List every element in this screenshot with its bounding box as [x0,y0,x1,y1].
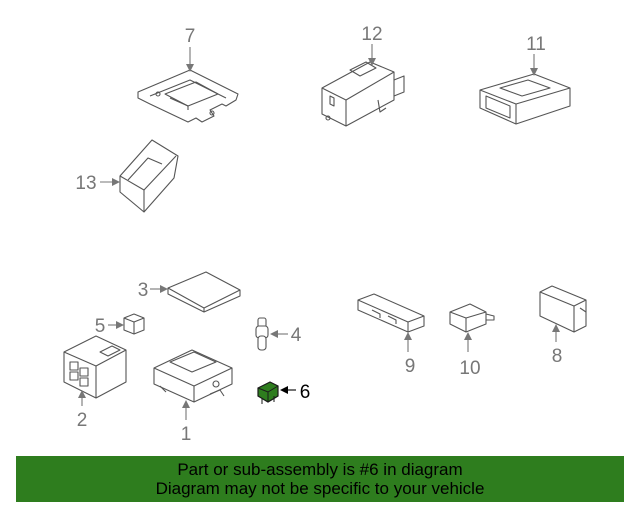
info-banner: Part or sub-assembly is #6 in diagram Di… [16,456,624,502]
callout-11: 11 [526,34,546,55]
part-9-module[interactable] [357,293,425,352]
callout-13: 13 [75,173,96,194]
part-11-box-unit[interactable] [479,54,571,125]
part-2-switch-panel[interactable] [63,335,127,406]
callout-12: 12 [361,24,382,45]
callout-1: 1 [181,424,192,445]
callout-9: 9 [405,356,416,377]
part-5-relay[interactable] [108,313,145,335]
part-6-highlighted[interactable] [257,381,296,404]
part-10-module[interactable] [449,303,495,352]
part-8-module[interactable] [539,285,587,342]
callout-8: 8 [552,346,563,367]
part-4-sensor[interactable] [255,317,288,351]
banner-line-disclaimer: Diagram may not be specific to your vehi… [155,479,485,498]
banner-line-part: Part or sub-assembly is #6 in diagram [177,460,463,479]
part-1-control-box[interactable] [153,349,233,420]
callout-6: 6 [300,382,311,403]
callout-2: 2 [77,410,88,431]
parts-diagram: 7 12 11 13 3 [63,24,587,445]
callout-7: 7 [185,26,196,47]
callout-3: 3 [138,280,149,301]
part-7-bracket[interactable] [137,47,239,123]
callout-10: 10 [459,358,480,379]
part-12-module[interactable] [321,44,405,127]
callout-5: 5 [95,316,106,337]
callout-4: 4 [291,325,302,346]
part-13-cover[interactable] [100,139,179,213]
part-3-lid[interactable] [150,271,241,313]
